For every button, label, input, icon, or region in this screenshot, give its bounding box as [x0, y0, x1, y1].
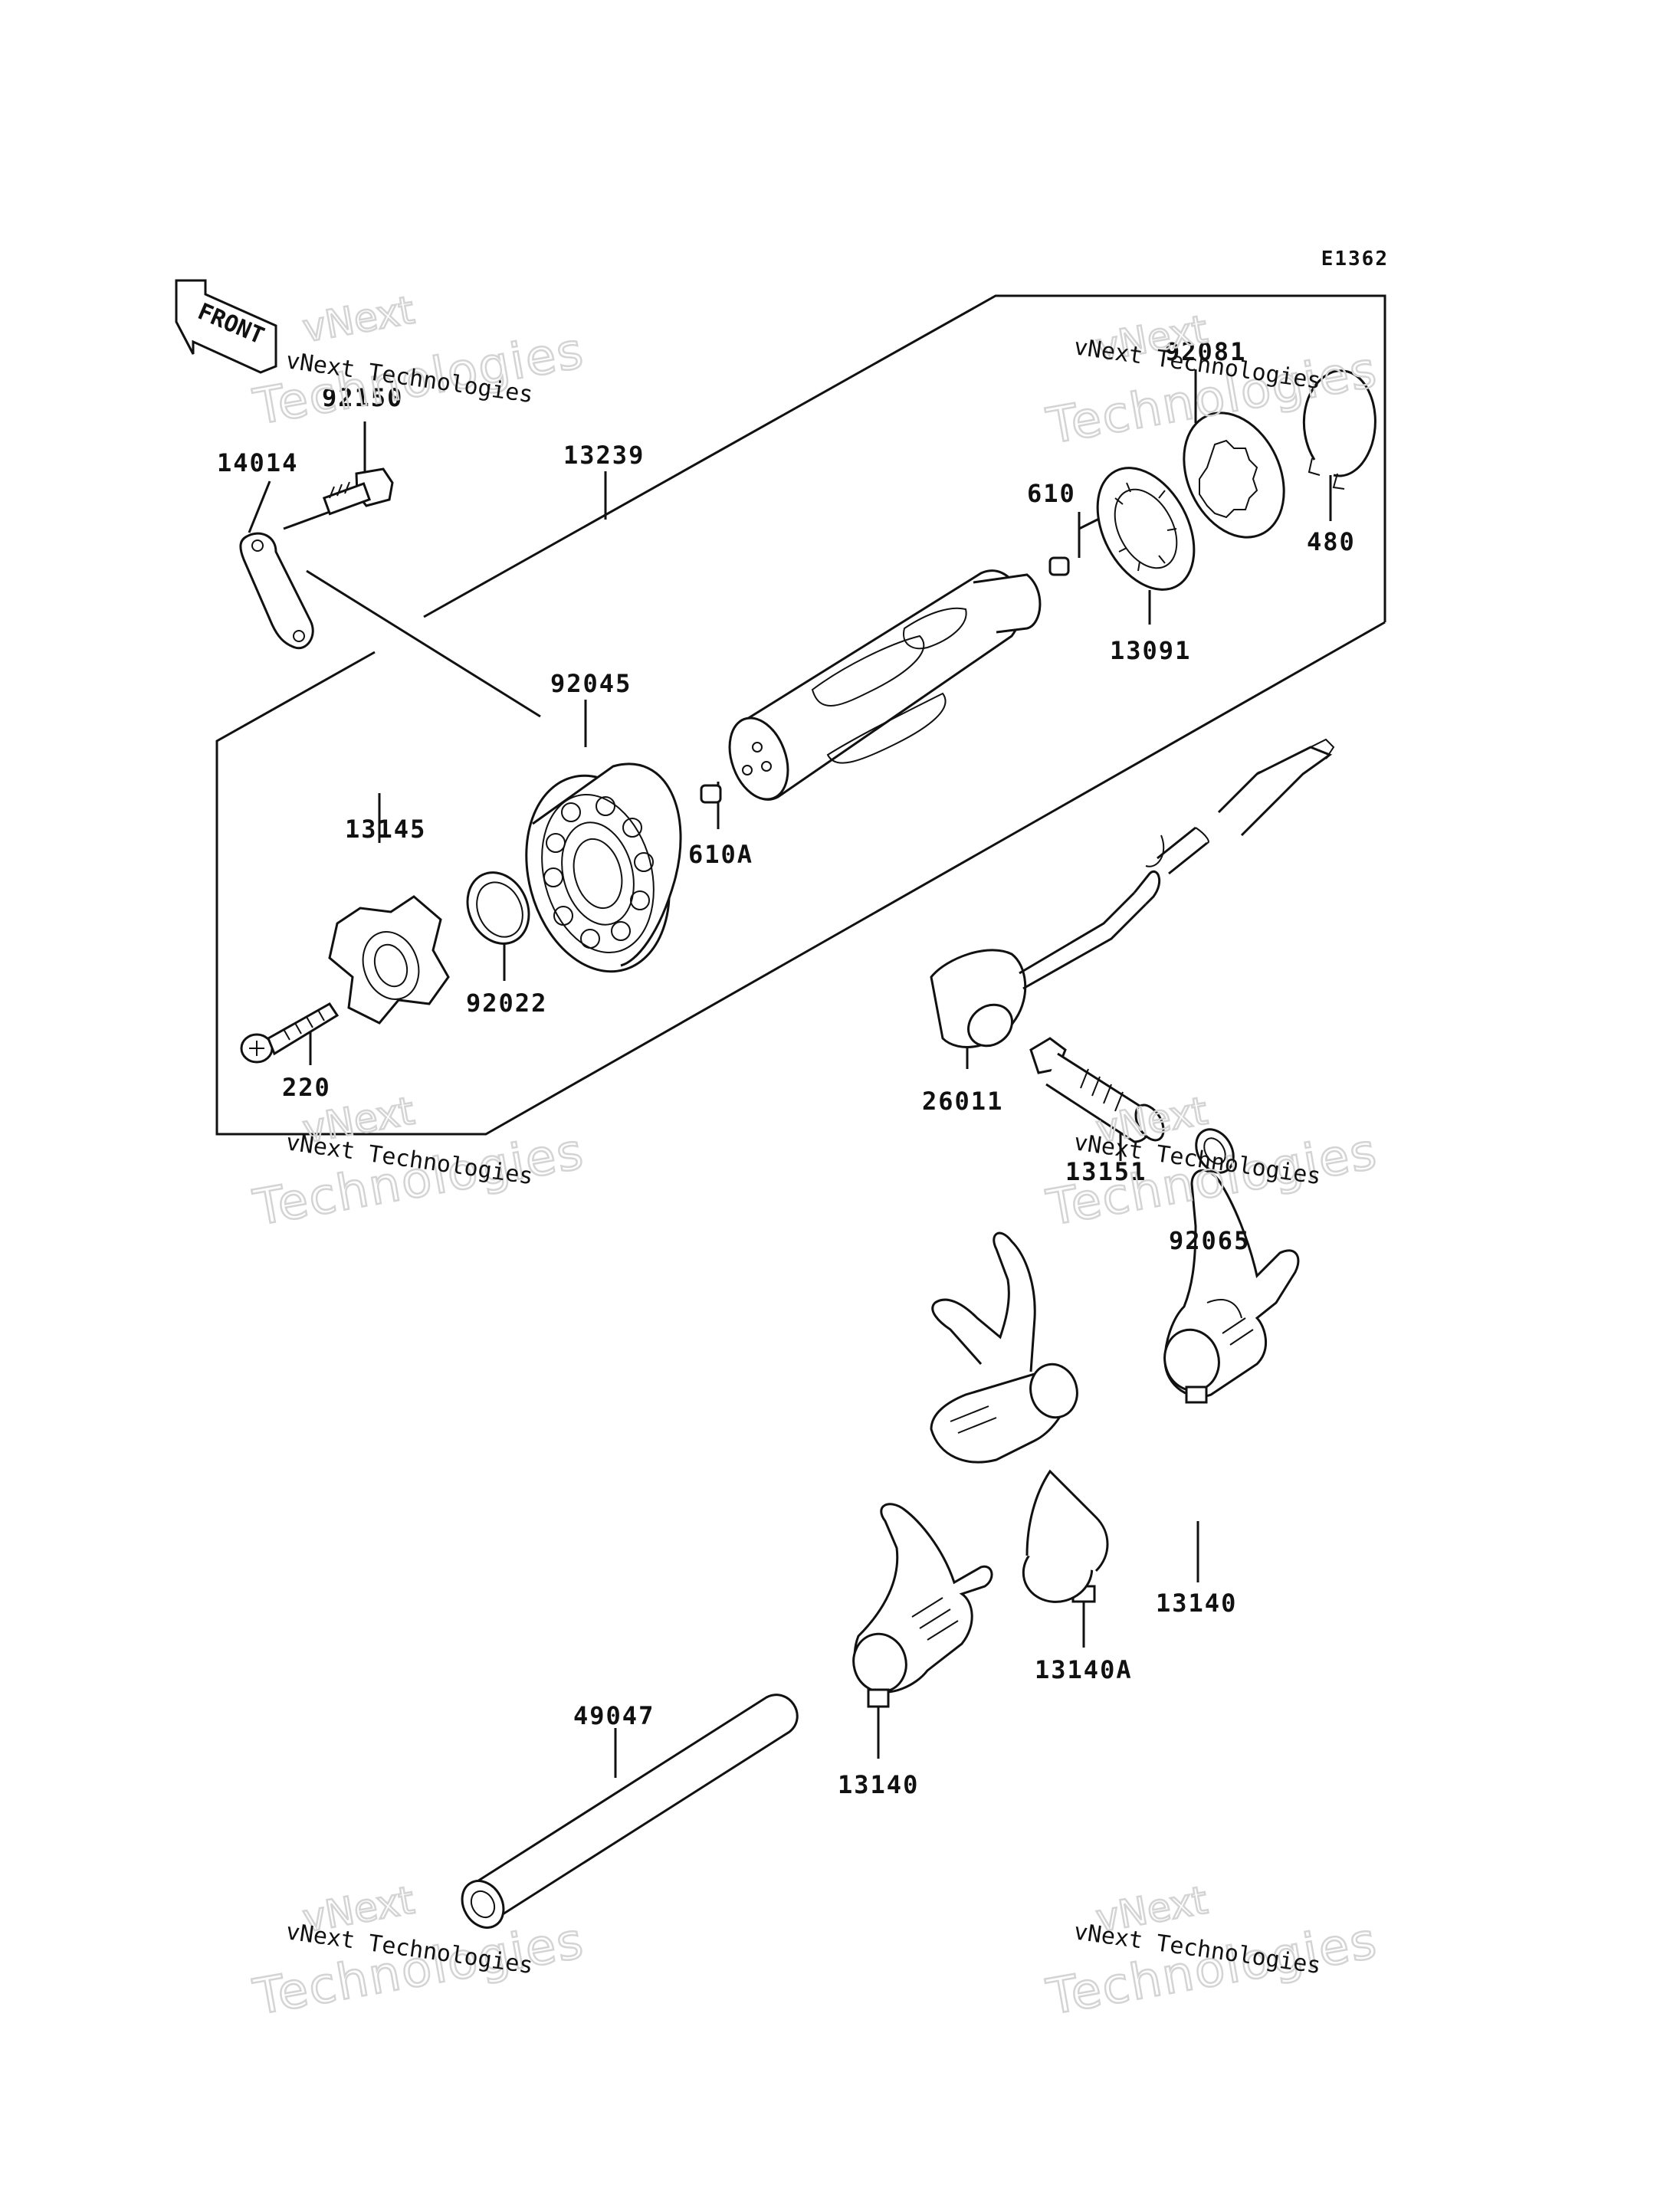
part-label-610: 610	[1027, 479, 1076, 508]
pin-610-icon	[1048, 556, 1070, 576]
ring-92022-icon	[466, 871, 530, 945]
part-label-26011: 26011	[922, 1087, 1003, 1116]
figure-code: E1362	[1321, 248, 1389, 271]
pin-610a-icon	[700, 784, 722, 804]
cam-plate-13091-icon	[1096, 467, 1196, 591]
shift-fork-13140-left-icon	[852, 1503, 993, 1708]
shift-fork-13140a-icon	[930, 1231, 1109, 1603]
screw-220-icon	[240, 1002, 340, 1064]
part-label-480: 480	[1307, 527, 1356, 556]
part-label-13151: 13151	[1065, 1157, 1147, 1186]
part-label-220: 220	[282, 1073, 331, 1102]
part-label-13140-left: 13140	[838, 1770, 919, 1799]
part-label-13140a: 13140A	[1035, 1655, 1133, 1684]
shift-drum-13239-icon	[728, 569, 1042, 801]
part-labels: 92150 14014 13239 92081 610 480 13091 92…	[217, 337, 1356, 1799]
part-label-13091: 13091	[1110, 636, 1191, 665]
part-label-610a: 610A	[688, 840, 753, 869]
star-wheel-13145-icon	[328, 895, 450, 1025]
part-label-92045: 92045	[550, 669, 632, 698]
bolt-92150-icon	[322, 467, 394, 516]
part-label-13140-right: 13140	[1156, 1589, 1237, 1618]
front-arrow-icon: FRONT	[175, 279, 277, 374]
part-label-49047: 49047	[573, 1701, 655, 1730]
part-label-92065: 92065	[1169, 1226, 1250, 1255]
part-label-14014: 14014	[217, 448, 298, 477]
washer-92065-icon	[1195, 1128, 1235, 1174]
part-label-92022: 92022	[466, 989, 547, 1018]
detent-bolt-13151-icon	[1029, 1037, 1165, 1143]
part-label-92150: 92150	[322, 383, 403, 412]
part-label-92081: 92081	[1165, 337, 1246, 366]
bearing-92045-icon	[525, 762, 682, 973]
shaft-49047-icon	[461, 1694, 799, 1929]
shift-fork-13140-right-icon	[1163, 1169, 1300, 1404]
part-label-13145: 13145	[345, 815, 426, 844]
assembly-frame	[215, 294, 1386, 1136]
gear-plate-92081-icon	[1183, 412, 1285, 539]
part-label-13239: 13239	[563, 441, 645, 470]
svg-text:vNext: vNext	[300, 287, 418, 350]
circlip-480-icon	[1302, 369, 1376, 490]
shift-shaft-26011-icon	[930, 738, 1335, 1048]
plate-14014-icon	[239, 532, 314, 650]
